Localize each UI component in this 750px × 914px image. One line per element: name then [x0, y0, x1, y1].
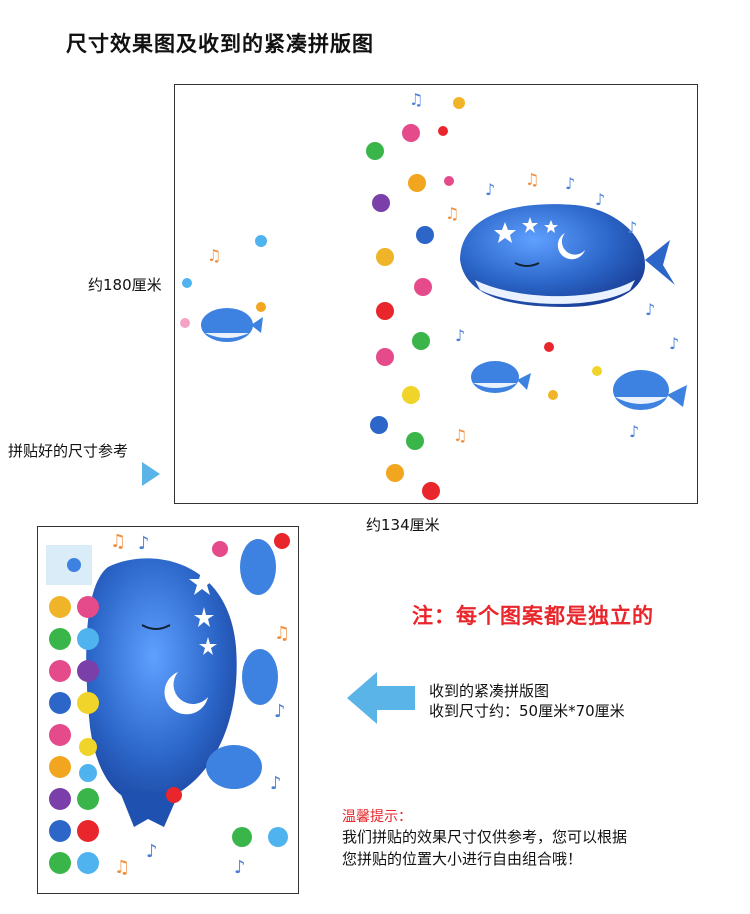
arrow-left-icon: [347, 672, 415, 724]
bubbles-decoration: [182, 97, 602, 500]
svg-text:♪: ♪: [645, 300, 655, 319]
svg-text:♫: ♫: [445, 204, 459, 223]
small-whale-right: [613, 370, 687, 410]
sheet-info-size: 收到尺寸约：50厘米*70厘米: [429, 702, 625, 720]
svg-text:♪: ♪: [270, 773, 282, 794]
svg-text:♪: ♪: [595, 190, 605, 209]
svg-text:♫: ♫: [453, 426, 467, 445]
svg-text:♪: ♪: [565, 174, 575, 193]
svg-text:♫: ♫: [525, 170, 539, 189]
sheet-info-title: 收到的紧凑拼版图: [429, 682, 550, 700]
small-whale-mid: [471, 361, 531, 393]
svg-text:♫: ♫: [274, 623, 290, 644]
effect-preview-frame: ♫ ♪ ♫ ♪ ♪ ♪ ♫ ♪ ♪ ♪ ♫ ♫ ♪: [174, 84, 698, 504]
svg-text:♫: ♫: [207, 246, 221, 265]
width-label: 约134厘米: [366, 516, 440, 534]
music-notes-decoration: ♫ ♪ ♫ ♪ ♪ ♪ ♫ ♪ ♪ ♪ ♫ ♫ ♪: [207, 90, 679, 445]
svg-text:♪: ♪: [629, 422, 639, 441]
svg-text:♪: ♪: [455, 326, 465, 345]
svg-text:♫: ♫: [409, 90, 423, 109]
svg-text:♪: ♪: [138, 533, 150, 554]
independent-pattern-note: 注：每个图案都是独立的: [412, 604, 654, 628]
svg-text:♫: ♫: [114, 857, 130, 878]
svg-text:♪: ♪: [274, 701, 286, 722]
page-title: 尺寸效果图及收到的紧凑拼版图: [66, 32, 374, 56]
small-whale-left: [180, 308, 263, 342]
svg-text:♪: ♪: [627, 218, 637, 237]
svg-text:♪: ♪: [669, 334, 679, 353]
sheet-illustration: ♫ ♪ ♫ ♪ ♪ ♫ ♪ ♪: [46, 531, 290, 878]
effect-illustration: ♫ ♪ ♫ ♪ ♪ ♪ ♫ ♪ ♪ ♪ ♫ ♫ ♪: [180, 90, 687, 500]
svg-text:♪: ♪: [234, 857, 246, 878]
svg-text:♪: ♪: [485, 180, 495, 199]
compact-layout-sheet: ♫ ♪ ♫ ♪ ♪ ♫ ♪ ♪: [37, 526, 299, 894]
tips-line-1: 我们拼贴的效果尺寸仅供参考，您可以根据: [342, 828, 628, 846]
tips-line-2: 您拼贴的位置大小进行自由组合哦！: [342, 850, 583, 868]
arrow-right-icon: [142, 462, 160, 486]
tips-title: 温馨提示：: [342, 809, 412, 825]
height-label: 约180厘米: [88, 276, 162, 294]
svg-text:♫: ♫: [110, 531, 126, 552]
svg-text:♪: ♪: [146, 841, 158, 862]
reference-label: 拼贴好的尺寸参考: [8, 442, 129, 460]
big-whale-illustration: [460, 204, 675, 307]
